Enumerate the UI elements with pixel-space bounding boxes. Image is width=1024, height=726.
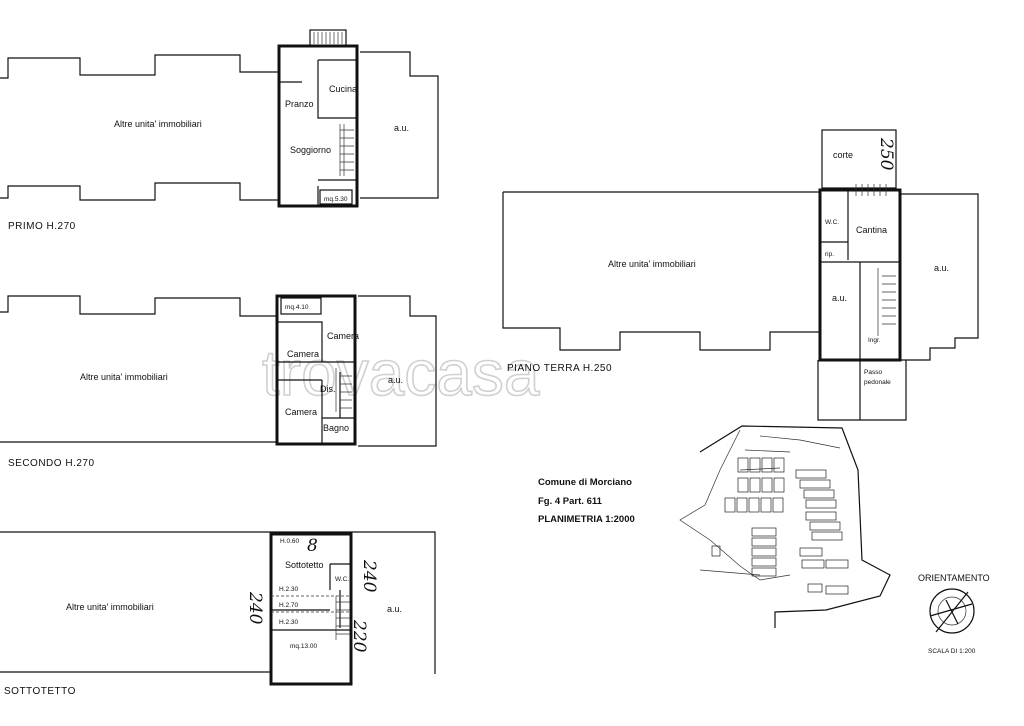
foglio-particella: Fg. 4 Part. 611 — [538, 496, 603, 507]
primo-balcony-railing — [313, 32, 343, 44]
sottotetto-au: a.u. — [387, 604, 402, 614]
comune-label: Comune di Morciano — [538, 477, 632, 488]
sottotetto-other-units: Altre unita' immobiliari — [66, 602, 154, 612]
terra-outline-left — [502, 191, 820, 351]
primo-balcony-top — [309, 29, 347, 47]
secondo-title: SECONDO H.270 — [8, 458, 95, 469]
room-cucina: Cucina — [329, 84, 357, 94]
terra-au-right-outline — [900, 193, 979, 361]
room-sottotetto: Sottotetto — [285, 560, 324, 570]
room-wc-terra: W.C. — [825, 219, 839, 226]
watermark: trovacasa — [262, 337, 540, 409]
room-cantina: Cantina — [856, 225, 887, 235]
terra-title: PIANO TERRA H.250 — [507, 363, 612, 374]
sottotetto-inner-walls — [271, 563, 351, 631]
location-map — [679, 425, 891, 628]
secondo-au: a.u. — [388, 375, 403, 385]
room-ingr: Ingr. — [868, 337, 881, 344]
sottotetto-title: SOTTOTETTO — [4, 686, 76, 697]
secondo-unit-walls — [275, 294, 357, 446]
handwritten-8: 8 — [307, 536, 318, 556]
primo-outline-bottom — [0, 182, 279, 201]
orientation-block: ORIENTAMENTO SCALA DI 1:200 — [918, 573, 990, 655]
sottotetto-area: mq.13.00 — [290, 643, 317, 650]
primo-title: PRIMO H.270 — [8, 221, 76, 232]
room-rip: rip. — [825, 251, 834, 258]
map-parcels — [711, 457, 849, 595]
room-soggiorno: Soggiorno — [290, 145, 331, 155]
compass-circle — [929, 588, 975, 634]
room-dis: Dis. — [320, 384, 336, 394]
pedonale-label: pedonale — [864, 379, 891, 386]
secondo-balcony — [280, 297, 322, 315]
primo-au-outline — [360, 51, 439, 199]
planimetria-scale: PLANIMETRIA 1:2000 — [538, 514, 635, 525]
passo-label: Passo — [864, 369, 882, 376]
height-060: H.0.60 — [280, 538, 300, 545]
room-corte: corte — [833, 150, 853, 160]
terra-corte — [821, 129, 897, 189]
room-camera-1: Camera — [327, 331, 359, 341]
floor-terra: Altre unita' immobiliari corte 250 W.C. … — [502, 129, 979, 421]
primo-outline-top — [0, 54, 279, 79]
sottotetto-unit-walls — [269, 532, 353, 686]
secondo-other-units: Altre unita' immobiliari — [80, 372, 168, 382]
room-pranzo: Pranzo — [285, 99, 314, 109]
room-wc-sottotetto: W.C. — [335, 576, 349, 583]
height-230-b: H.2.30 — [279, 619, 299, 626]
primo-stair — [339, 124, 354, 176]
room-camera-2: Camera — [287, 349, 319, 359]
scale-label: SCALA DI 1:200 — [928, 648, 976, 655]
terra-stair — [877, 268, 896, 336]
floor-primo: Altre unita' immobiliari a.u. Cucina Pra… — [0, 29, 439, 232]
sottotetto-outline-top — [0, 531, 436, 674]
secondo-inner-walls — [277, 321, 355, 444]
terra-au-left: a.u. — [832, 293, 847, 303]
floor-sottotetto: Altre unita' immobiliari a.u. H.0.60 Sot… — [0, 531, 436, 697]
room-camera-3: Camera — [285, 407, 317, 417]
secondo-stair — [335, 368, 352, 412]
compass-inner-circle — [937, 596, 967, 626]
handwritten-240-right: 240 — [359, 559, 379, 593]
primo-balcony-area: mq.5.30 — [324, 196, 348, 203]
sottotetto-stair — [335, 596, 350, 640]
terra-other-units: Altre unita' immobiliari — [608, 259, 696, 269]
room-bagno: Bagno — [323, 423, 349, 433]
sottotetto-height-lines — [271, 595, 351, 613]
cadastral-info: Comune di Morciano Fg. 4 Part. 611 PLANI… — [538, 477, 635, 525]
floor-secondo: mq.4.10 Altre unita' immobiliari a.u. Ca… — [0, 294, 437, 469]
map-outer-road — [699, 425, 891, 628]
compass-needle-icon — [929, 591, 973, 633]
primo-other-units: Altre unita' immobiliari — [114, 119, 202, 129]
secondo-balcony-area: mq.4.10 — [285, 304, 309, 311]
map-inner-road — [679, 429, 791, 581]
handwritten-250: 250 — [876, 137, 896, 171]
map-street-lines — [739, 435, 841, 471]
primo-au: a.u. — [394, 123, 409, 133]
terra-entry-steps — [855, 184, 887, 196]
orientation-label: ORIENTAMENTO — [918, 573, 990, 583]
terra-inner-walls — [820, 190, 900, 360]
primo-balcony-bottom — [319, 189, 353, 205]
secondo-outline-top — [0, 295, 276, 317]
handwritten-220: 220 — [349, 619, 369, 653]
terra-au-right: a.u. — [934, 263, 949, 273]
handwritten-240-left: 240 — [245, 591, 265, 625]
primo-inner-walls — [279, 59, 358, 206]
terra-passo-outline — [817, 360, 907, 421]
height-230-a: H.2.30 — [279, 586, 299, 593]
secondo-au-outline — [358, 295, 437, 447]
height-270: H.2.70 — [279, 602, 299, 609]
